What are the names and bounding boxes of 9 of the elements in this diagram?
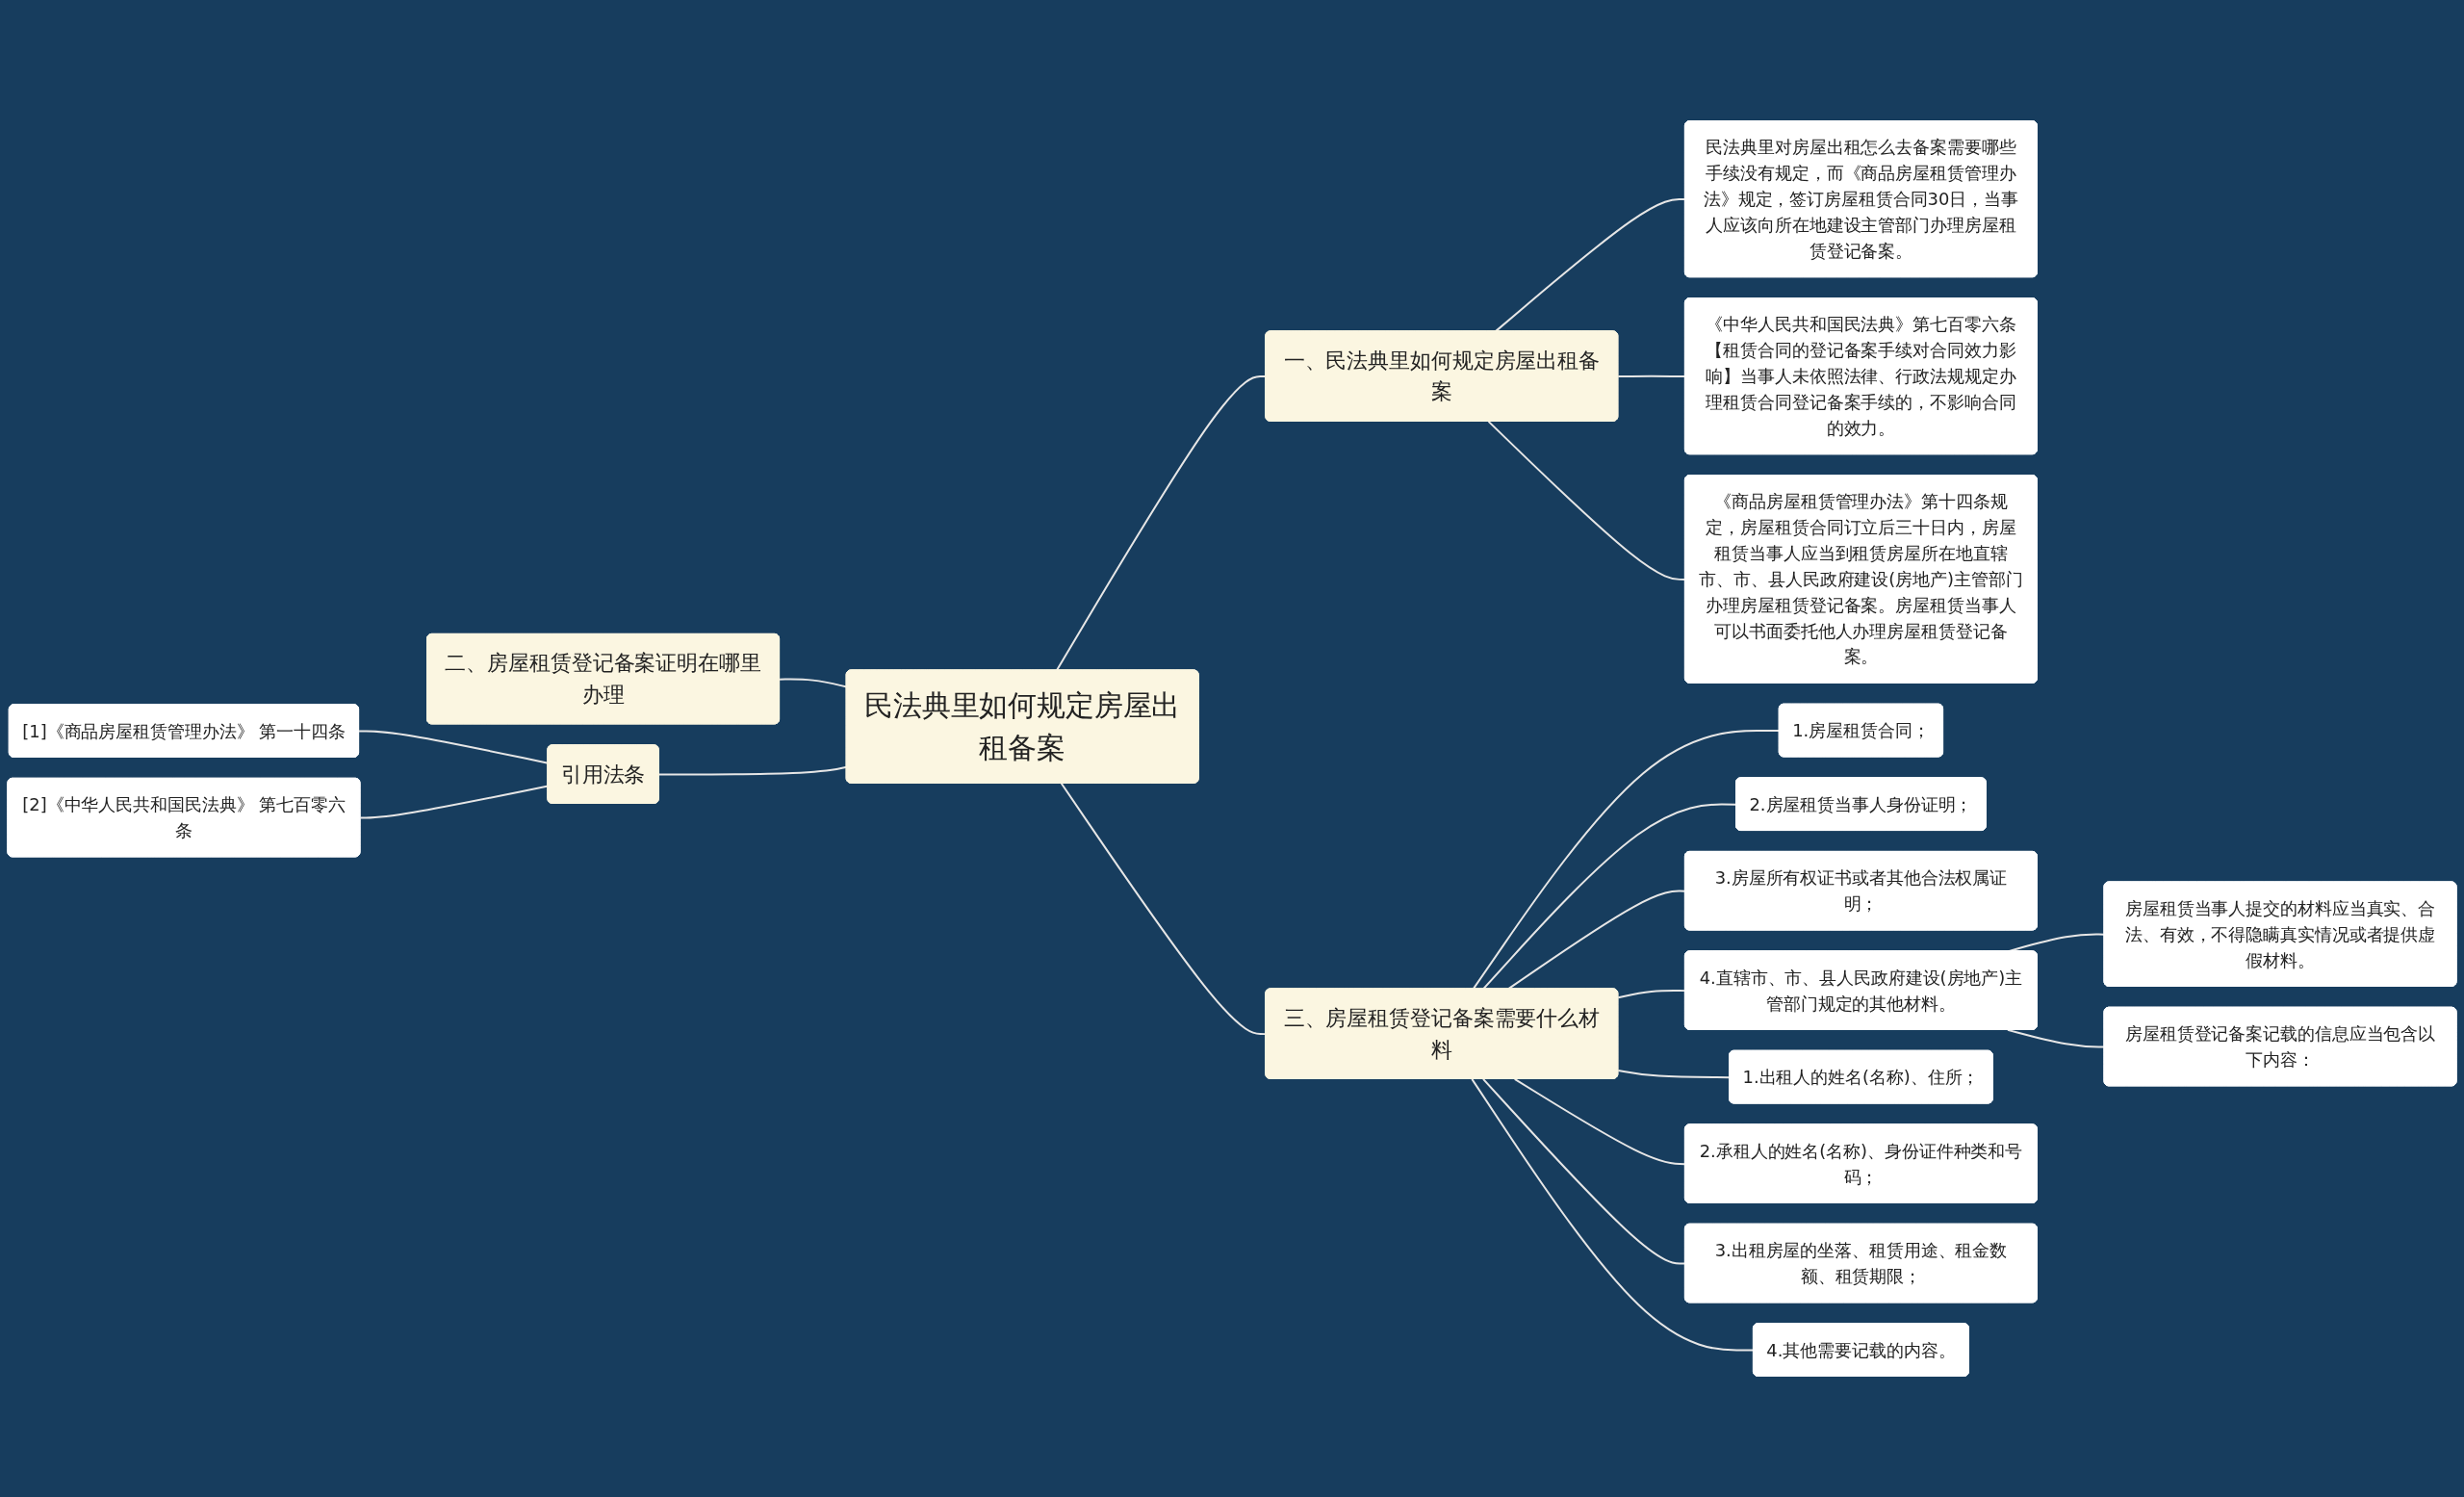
connector <box>1482 1077 1686 1265</box>
connector <box>1617 990 1686 999</box>
connector <box>779 678 848 688</box>
connector <box>1513 1077 1686 1166</box>
connector <box>1617 374 1686 378</box>
connector <box>657 765 848 776</box>
connector <box>1487 420 1686 581</box>
connector <box>1471 1077 1755 1352</box>
connector <box>2006 1028 2106 1048</box>
